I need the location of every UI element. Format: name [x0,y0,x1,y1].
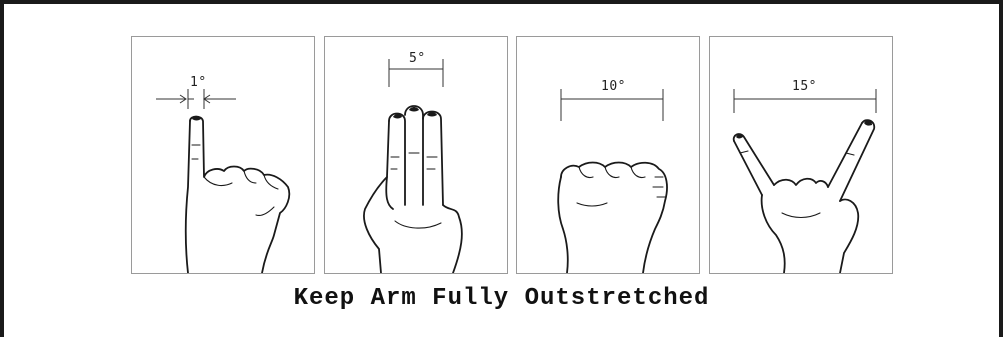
hand-spread-fingers-illustration [710,37,893,274]
panel-three-fingers: 5° [324,36,508,274]
panel-spread-fingers: 15° [709,36,893,274]
panel-fist: 10° [516,36,700,274]
hand-three-fingers-illustration [325,37,508,274]
panel-index-finger: 1° [131,36,315,274]
hand-index-finger-illustration [132,37,315,274]
angle-label: 1° [190,75,207,90]
angle-label: 10° [601,79,626,94]
angle-label: 5° [409,51,426,66]
hand-fist-illustration [517,37,700,274]
caption: Keep Arm Fully Outstretched [0,285,1003,312]
angle-label: 15° [792,79,817,94]
